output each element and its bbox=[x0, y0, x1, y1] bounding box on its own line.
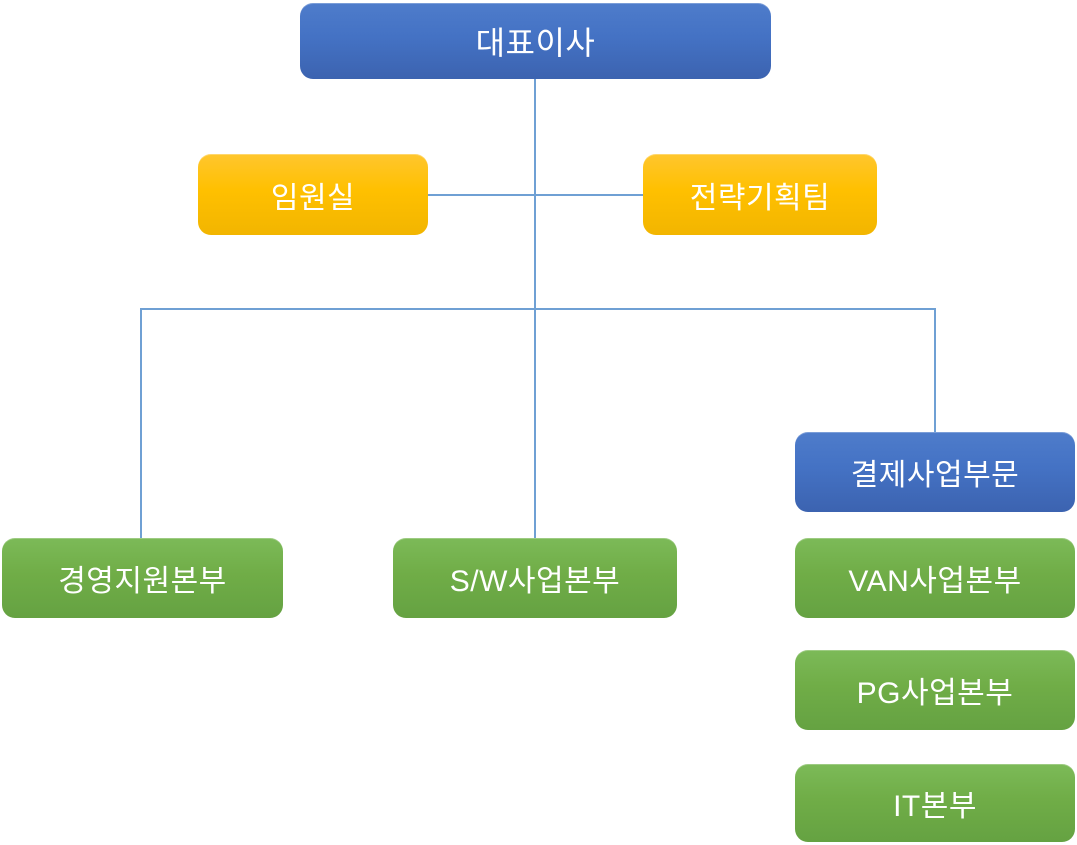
org-node-executive-office: 임원실 bbox=[198, 154, 428, 235]
org-node-payment-business-division: 결제사업부문 bbox=[795, 432, 1075, 512]
org-node-van-business-division: VAN사업본부 bbox=[795, 538, 1075, 618]
connector-to-payment-division bbox=[934, 308, 936, 432]
org-node-pg-business-division: PG사업본부 bbox=[795, 650, 1075, 730]
org-node-sw-business-division: S/W사업본부 bbox=[393, 538, 677, 618]
org-node-it-division: IT본부 bbox=[795, 764, 1075, 842]
connector-branch-horizontal bbox=[140, 308, 936, 310]
connector-to-management-support bbox=[140, 308, 142, 538]
org-node-it-division-label: IT본부 bbox=[893, 790, 977, 823]
connector-exec-strategy bbox=[428, 194, 643, 196]
org-node-management-support-division: 경영지원본부 bbox=[2, 538, 283, 618]
org-node-executive-office-label: 임원실 bbox=[270, 181, 356, 215]
org-node-ceo-label: 대표이사 bbox=[475, 25, 596, 61]
org-node-van-business-division-label: VAN사업본부 bbox=[848, 565, 1022, 598]
org-node-payment-business-division-label: 결제사업부문 bbox=[850, 459, 1020, 492]
org-node-sw-business-division-label: S/W사업본부 bbox=[449, 565, 621, 598]
org-node-management-support-division-label: 경영지원본부 bbox=[58, 565, 227, 598]
org-node-strategy-planning-team: 전략기획팀 bbox=[643, 154, 877, 235]
org-node-strategy-planning-team-label: 전략기획팀 bbox=[689, 181, 831, 215]
org-node-ceo: 대표이사 bbox=[300, 3, 771, 79]
org-node-pg-business-division-label: PG사업본부 bbox=[856, 677, 1014, 710]
